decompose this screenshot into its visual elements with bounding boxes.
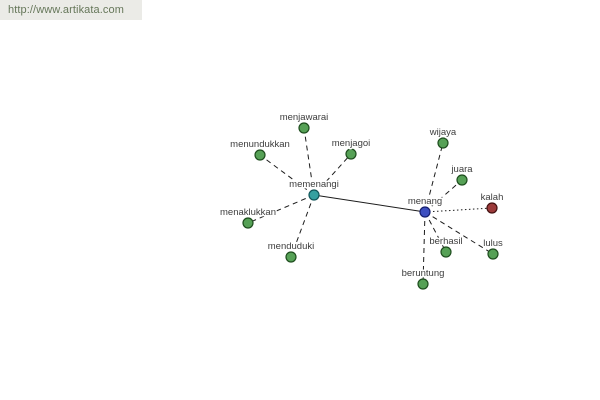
node-kalah[interactable] <box>486 202 498 214</box>
edge-memenangi-menaklukkan-dashed <box>247 194 315 224</box>
node-label-menang[interactable]: menang <box>406 195 443 209</box>
node-label-menjagoi[interactable]: menjagoi <box>330 137 372 151</box>
node-label-wijaya[interactable]: wijaya <box>427 126 458 140</box>
edge-menang-wijaya-dashed <box>424 142 444 213</box>
edge-memenangi-menjagoi-dashed <box>313 153 352 196</box>
node-label-beruntung[interactable]: beruntung <box>400 267 446 281</box>
node-label-lulus[interactable]: lulus <box>482 237 505 251</box>
node-label-berhasil[interactable]: berhasil <box>428 235 464 249</box>
edge-memenangi-menjawarai-dashed <box>303 127 315 196</box>
node-label-kalah[interactable]: kalah <box>479 191 505 205</box>
edge-menang-lulus-dashed <box>424 211 494 255</box>
edge-memenangi-menundukkan-dashed <box>259 154 315 196</box>
node-menang[interactable] <box>419 206 431 218</box>
edge-menang-juara-dashed <box>424 179 463 213</box>
node-memenangi[interactable] <box>308 189 320 201</box>
node-menjagoi[interactable] <box>345 148 357 160</box>
node-label-juara[interactable]: juara <box>449 163 475 177</box>
node-lulus[interactable] <box>487 248 499 260</box>
node-label-menjawarai[interactable]: menjawarai <box>278 111 330 125</box>
node-berhasil[interactable] <box>440 246 452 258</box>
node-label-menaklukkan[interactable]: menaklukkan <box>219 206 278 220</box>
edge-menang-beruntung-dashed <box>422 211 426 285</box>
node-label-menundukkan[interactable]: menundukkan <box>229 138 292 152</box>
edge-menang-kalah-dotted <box>424 207 493 213</box>
node-menjawarai[interactable] <box>298 122 310 134</box>
node-juara[interactable] <box>456 174 468 186</box>
edge-menang-berhasil-dashed <box>424 211 447 253</box>
url-text: http://www.artikata.com <box>8 4 125 16</box>
edge-memenangi-menduduki-dashed <box>290 194 315 258</box>
node-menaklukkan[interactable] <box>242 217 254 229</box>
node-menundukkan[interactable] <box>254 149 266 161</box>
node-menduduki[interactable] <box>285 251 297 263</box>
node-wijaya[interactable] <box>437 137 449 149</box>
url-bar[interactable]: http://www.artikata.com <box>0 0 142 20</box>
node-label-memenangi[interactable]: memenangi <box>288 178 341 192</box>
edge-memenangi-menang-solid <box>313 194 426 213</box>
node-label-menduduki[interactable]: menduduki <box>266 240 315 254</box>
node-beruntung[interactable] <box>417 278 429 290</box>
